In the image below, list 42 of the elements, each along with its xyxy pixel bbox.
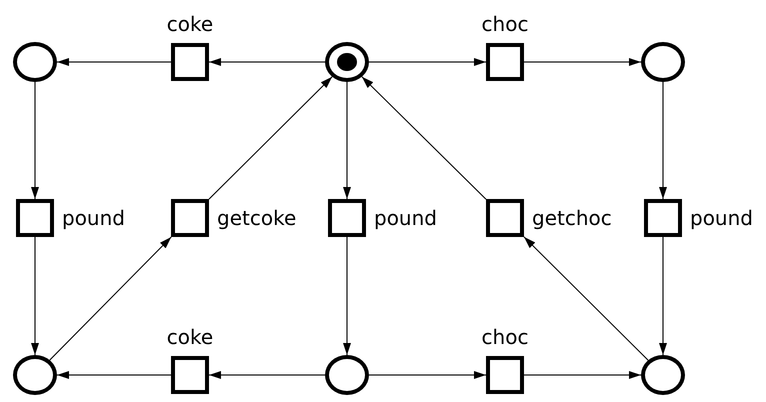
- transition-square: [328, 199, 366, 237]
- transition-square: [171, 199, 209, 237]
- transition-square: [644, 199, 682, 237]
- transition-label: coke: [166, 14, 214, 34]
- transition-label: pound: [62, 208, 125, 228]
- arrow: [524, 371, 642, 379]
- transition-label: pound: [374, 208, 437, 228]
- arrow: [208, 76, 333, 200]
- place-circle: [325, 42, 369, 82]
- arrow: [524, 236, 649, 361]
- transition-square: [486, 43, 524, 81]
- place-circle: [325, 355, 369, 395]
- transition-square: [171, 356, 209, 394]
- transition-square: [486, 356, 524, 394]
- arrow: [56, 58, 172, 66]
- transition-label: coke: [166, 327, 214, 347]
- place-circle: [13, 42, 57, 82]
- transition-label: choc: [482, 327, 528, 347]
- transition-label: getchoc: [532, 208, 612, 228]
- place-circle: [641, 355, 685, 395]
- transition-square: [171, 43, 209, 81]
- arrow: [659, 82, 667, 200]
- arrow: [56, 371, 172, 379]
- transition-label: getcoke: [217, 208, 296, 228]
- arrow: [343, 236, 351, 356]
- place-circle: [13, 355, 57, 395]
- arrow: [208, 58, 326, 66]
- place-circle: [641, 42, 685, 82]
- arrow: [659, 236, 667, 356]
- arrow: [31, 236, 39, 356]
- transition-square: [486, 199, 524, 237]
- transition-label: choc: [482, 14, 528, 34]
- arrow: [524, 58, 642, 66]
- arrow: [368, 371, 486, 379]
- arrow: [343, 82, 351, 200]
- transition-square: [16, 199, 54, 237]
- arrow: [361, 76, 486, 200]
- arrow: [208, 371, 326, 379]
- arrow: [49, 236, 172, 361]
- arrow: [31, 82, 39, 200]
- arrow: [368, 58, 486, 66]
- transition-label: pound: [690, 208, 753, 228]
